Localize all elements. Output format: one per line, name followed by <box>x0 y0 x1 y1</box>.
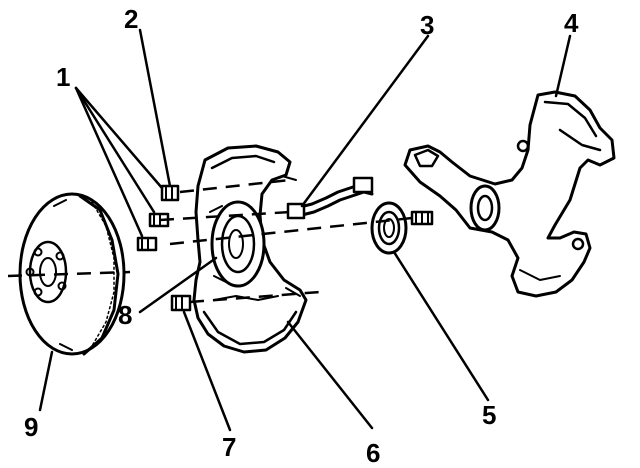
callout-labels: 1 2 3 4 5 6 7 8 9 <box>24 4 579 468</box>
callout-1: 1 <box>56 62 70 92</box>
callout-7: 7 <box>222 432 236 462</box>
callout-3: 3 <box>420 10 434 40</box>
shield-bolt <box>160 184 180 202</box>
shield-lower-bolt <box>170 294 192 312</box>
callout-5: 5 <box>482 400 496 430</box>
brake-rotor <box>18 192 126 356</box>
callout-8: 8 <box>118 300 132 330</box>
callout-4: 4 <box>564 8 579 38</box>
knuckle-bolt-ends <box>410 210 434 226</box>
leader-lines <box>38 28 572 432</box>
callout-6: 6 <box>366 438 380 468</box>
callout-9: 9 <box>24 412 38 442</box>
dust-shield <box>192 144 308 354</box>
steering-knuckle <box>403 90 616 298</box>
grease-seal <box>370 201 408 255</box>
hub-bolt-lower <box>136 236 158 252</box>
callout-2: 2 <box>124 4 138 34</box>
hub-bolts <box>136 212 170 252</box>
wheel-speed-sensor-harness <box>286 176 374 220</box>
assembly-axis-lines <box>7 178 413 304</box>
